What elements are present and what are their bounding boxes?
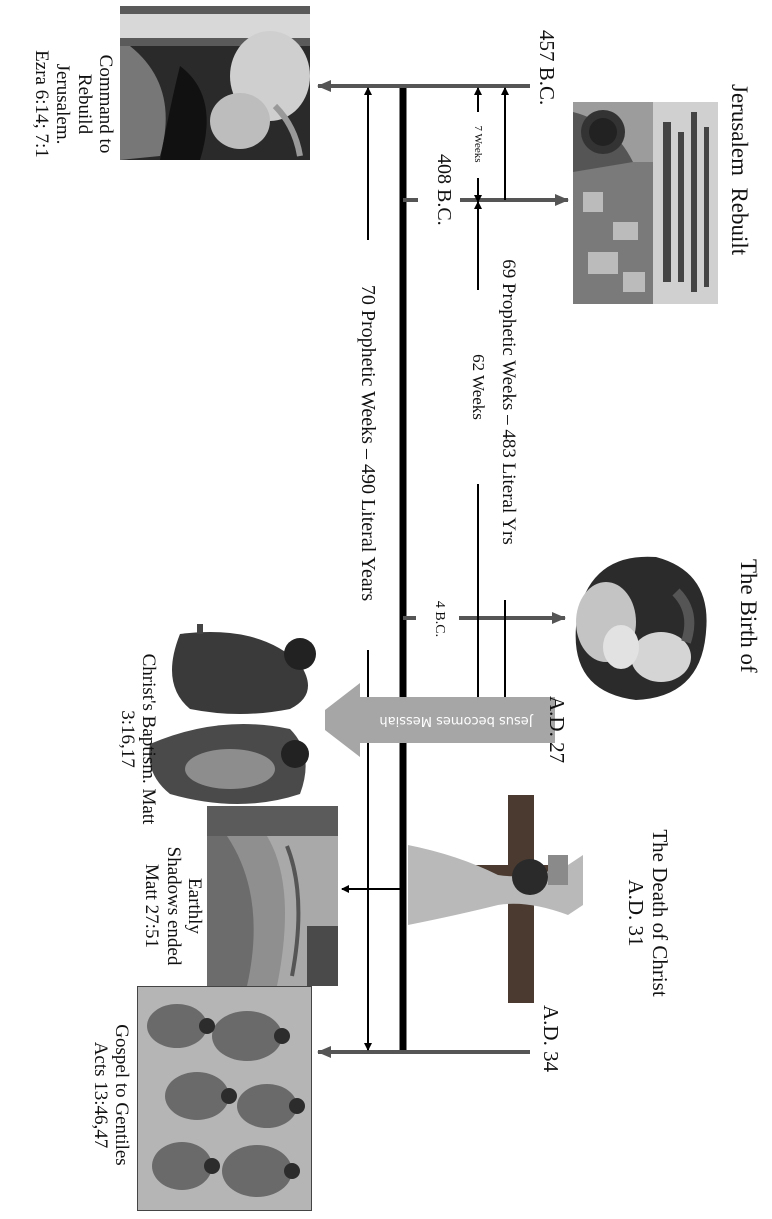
messiah-arrow-label: Jesus becomes Messiah [379,713,533,728]
command-caption-line2: Rebuild [73,73,95,135]
gentiles-caption: Gospel to Gentiles Acts 13:46,47 [82,1000,132,1190]
gentiles-image [137,986,312,1211]
command-caption: Command to Rebuild Jerusalem. Ezra 6:14;… [16,19,116,189]
baptism-caption-line1: Christ's Baptism. Matt [138,653,159,825]
date-4bc: 4 B.C. [432,600,447,638]
shadows-caption-line1: Earthly [184,878,205,934]
apostles-photo [137,986,312,1211]
date-457bc: 457 B.C. [535,30,559,106]
veil-image [207,806,338,986]
command-image [120,6,310,160]
date-ad27: A.D. 27 [545,696,569,764]
span-70-label: 70 Prophetic Weeks – 490 Literal Years [357,284,379,602]
command-caption-line3: Jerusalem. [52,63,74,145]
gentiles-caption-line2: Acts 13:46,47 [89,1041,111,1149]
death-caption: The Death of Christ A.D. 31 [617,808,672,1018]
gentiles-caption-line1: Gospel to Gentiles [111,1024,132,1166]
baptism-image [140,624,325,814]
jerusalem-caption: Jerusalem Rebuilt [727,84,752,256]
crucifixion-image [408,795,583,1003]
city-photo [573,102,718,304]
command-caption-line1: Command to [95,54,116,154]
shadows-caption: Earthly Shadows ended Matt 27:51 [129,831,205,981]
messiah-arrow [312,683,555,757]
span-7-weeks-label: 7 Weeks [472,125,484,163]
death-caption-line1: The Death of Christ [648,829,672,997]
madonna-photo [566,552,712,702]
veil-photo [207,806,338,986]
date-ad34: A.D. 34 [539,1005,563,1073]
span-62-label: 62 Weeks [469,354,488,420]
baptism-caption: Christ's Baptism. Matt 3:16,17 [111,624,159,854]
baptism-caption-line2: 3:16,17 [116,710,138,768]
shadows-caption-line3: Matt 27:51 [141,864,163,948]
crucifixion-photo [408,795,583,1003]
command-caption-line4: Ezra 6:14; 7:1 [31,50,53,158]
jerusalem-image [573,102,718,304]
date-408bc: 408 B.C. [433,154,455,226]
baptism-figures-photo [140,624,325,814]
shadows-caption-line2: Shadows ended [162,846,184,966]
birth-image [566,552,712,702]
birth-caption: The Birth of [736,559,761,673]
death-caption-line2: A.D. 31 [624,879,649,947]
span-69-label: 69 Prophetic Weeks – 483 Literal Yrs [498,259,519,545]
scroll-figure-photo [120,6,310,160]
